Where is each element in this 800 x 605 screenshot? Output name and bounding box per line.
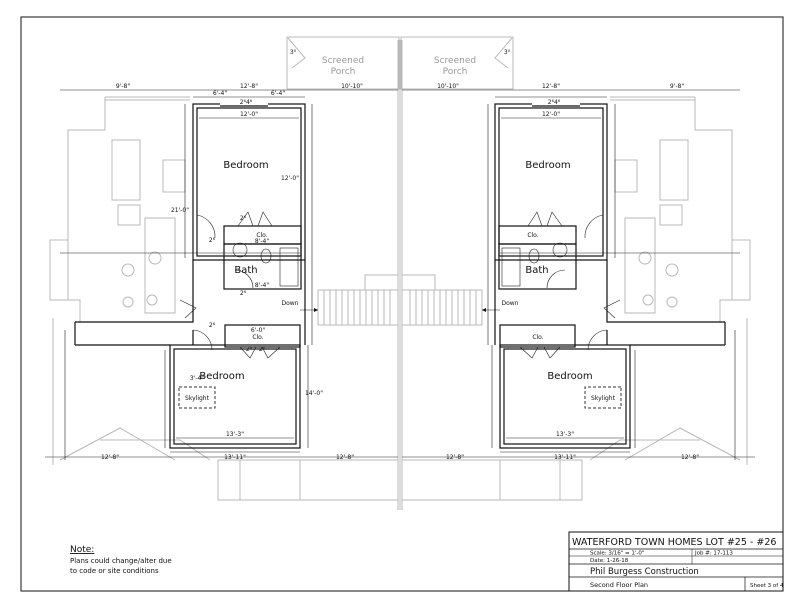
bath-label: Bath (525, 265, 548, 276)
dim-door: 2⁶ (209, 322, 216, 329)
bathroom-lower-floor (144, 217, 176, 314)
company-name: Phil Burgess Construction (590, 567, 699, 577)
left-unit-plan (45, 36, 401, 510)
porch-door-size: 3⁰ (290, 49, 297, 56)
dim-side-depth: 21'-0" (171, 207, 189, 214)
porch-label-line2: Porch (443, 67, 468, 77)
closet-bifold-doors (237, 211, 273, 227)
toilet (260, 248, 272, 264)
porch-label-line2: Porch (331, 67, 356, 77)
bath-label: Bath (234, 265, 257, 276)
dim-bedroom-depth: 12'-0" (281, 175, 299, 182)
bath-walls (223, 243, 302, 290)
kitchen-counter (111, 139, 141, 201)
closet-upper-label: Clo. (527, 232, 538, 239)
note-line-1: Plans could change/alter due (70, 557, 172, 565)
dim-door: 2⁰ (259, 346, 266, 353)
sheet-border (20, 16, 784, 592)
dim-bedroom-width: 12'-0" (240, 111, 258, 118)
note-line-2: to code or site conditions (70, 567, 159, 575)
dim-side: 9'-8" (670, 83, 684, 90)
linen-door (179, 299, 213, 351)
dim-lower-bedroom-outer: 13'-11" (224, 454, 246, 461)
porch-door-size: 3⁰ (504, 49, 511, 56)
dim-lower-bedroom-width: 13'-3" (556, 431, 574, 438)
dim-top-half-b: 6'-4" (271, 90, 285, 97)
bath-door-swing (234, 269, 254, 289)
skylight-outline (178, 386, 216, 409)
bedroom-door-swing (196, 214, 216, 239)
dim-left-side: 9'-8" (116, 83, 130, 90)
dim-door: 2⁶ (209, 237, 216, 244)
dim-window: 2⁶4⁶ (548, 99, 561, 106)
drawing-name: Second Floor Plan (590, 581, 648, 589)
exterior-wall-left (67, 96, 190, 322)
dim-closet-width: 8'-4" (255, 238, 269, 245)
bedroom-lower-label: Bedroom (547, 371, 592, 382)
dim-lower-bedroom-depth: 14'-0" (305, 390, 323, 397)
dim-door: 2⁶ (240, 215, 247, 222)
dim-lower-closet: 6'-0" (251, 327, 265, 334)
stairs-down-label: Down (281, 300, 298, 307)
skylight-label: Skylight (185, 395, 210, 402)
sink (232, 242, 248, 258)
scale-text: Scale: 3/16" = 1'-0" (590, 551, 644, 557)
porch-door-swing (287, 37, 306, 69)
front-stoop (217, 459, 399, 501)
dim-door: 2⁶ (240, 290, 247, 297)
bedroom-lower-walls (169, 344, 301, 449)
appliance (117, 204, 141, 226)
dim-top-total: 12'-8" (240, 83, 258, 90)
hallway-walls (74, 260, 306, 346)
porch-label-line1: Screened (434, 56, 476, 66)
dim-porch-width: 10'-10" (437, 83, 459, 90)
dim-bottom-left: 12'-8" (101, 454, 119, 461)
right-unit-plan (398, 35, 757, 512)
dim-skylight-offset: 3'-4" (190, 375, 204, 382)
dim-bottom-right: 12'-8" (681, 454, 699, 461)
note-title: Note: (70, 545, 94, 555)
project-title: WATERFORD TOWN HOMES LOT #25 - #26 (572, 537, 776, 548)
closet-lower-label: Clo. (252, 334, 263, 341)
dim-window: 2⁶4⁶ (240, 99, 253, 106)
screened-porch (286, 36, 400, 90)
closet-lower-label: Clo. (532, 334, 543, 341)
bedroom-upper-label: Bedroom (525, 160, 570, 171)
stairway (300, 274, 399, 326)
title-block: WATERFORD TOWN HOMES LOT #25 - #26 Scale… (568, 531, 784, 592)
dim-bedroom-width: 12'-0" (542, 111, 560, 118)
left-unit-labels: Screened Porch 3⁰ Bedroom Clo. Bath Down… (101, 49, 364, 461)
porch-label-line1: Screened (322, 56, 364, 66)
dim-porch-width: 10'-10" (341, 83, 363, 90)
side-window (49, 239, 69, 301)
dim-top-total: 12'-8" (542, 83, 560, 90)
dim-lower-bedroom-width: 13'-3" (226, 431, 244, 438)
kitchen-island (162, 159, 186, 193)
skylight-label: Skylight (591, 395, 616, 402)
dim-lower-bedroom-outer: 13'-11" (554, 454, 576, 461)
dim-top-half-a: 6'-4" (213, 90, 227, 97)
right-unit-labels: Screened Porch 3⁰ Bedroom Clo. Bath Down… (434, 49, 699, 461)
bedroom-lower-label: Bedroom (199, 371, 244, 382)
job-number: Job #: 17-113 (694, 551, 733, 557)
closet-lower (224, 324, 301, 348)
bathtub (279, 247, 299, 287)
garage-roof-lines (52, 318, 211, 465)
party-wall (239, 40, 401, 510)
date-text: Date: 1-26-18 (590, 558, 629, 564)
dim-door: 2⁰ (246, 346, 253, 353)
dim-bath-width: 8'-4" (255, 282, 269, 289)
dim-bottom-center: 12'-8" (446, 454, 464, 461)
dim-bottom-center: 12'-8" (336, 454, 354, 461)
note-block: Note: Plans could change/alter due to co… (70, 545, 172, 575)
dimension-lines (45, 89, 398, 460)
sheet-number: Sheet 3 of 4 (750, 583, 784, 589)
bedroom-upper-label: Bedroom (223, 160, 268, 171)
closet-upper-label: Clo. (256, 232, 267, 239)
stairs-down-label: Down (501, 300, 518, 307)
